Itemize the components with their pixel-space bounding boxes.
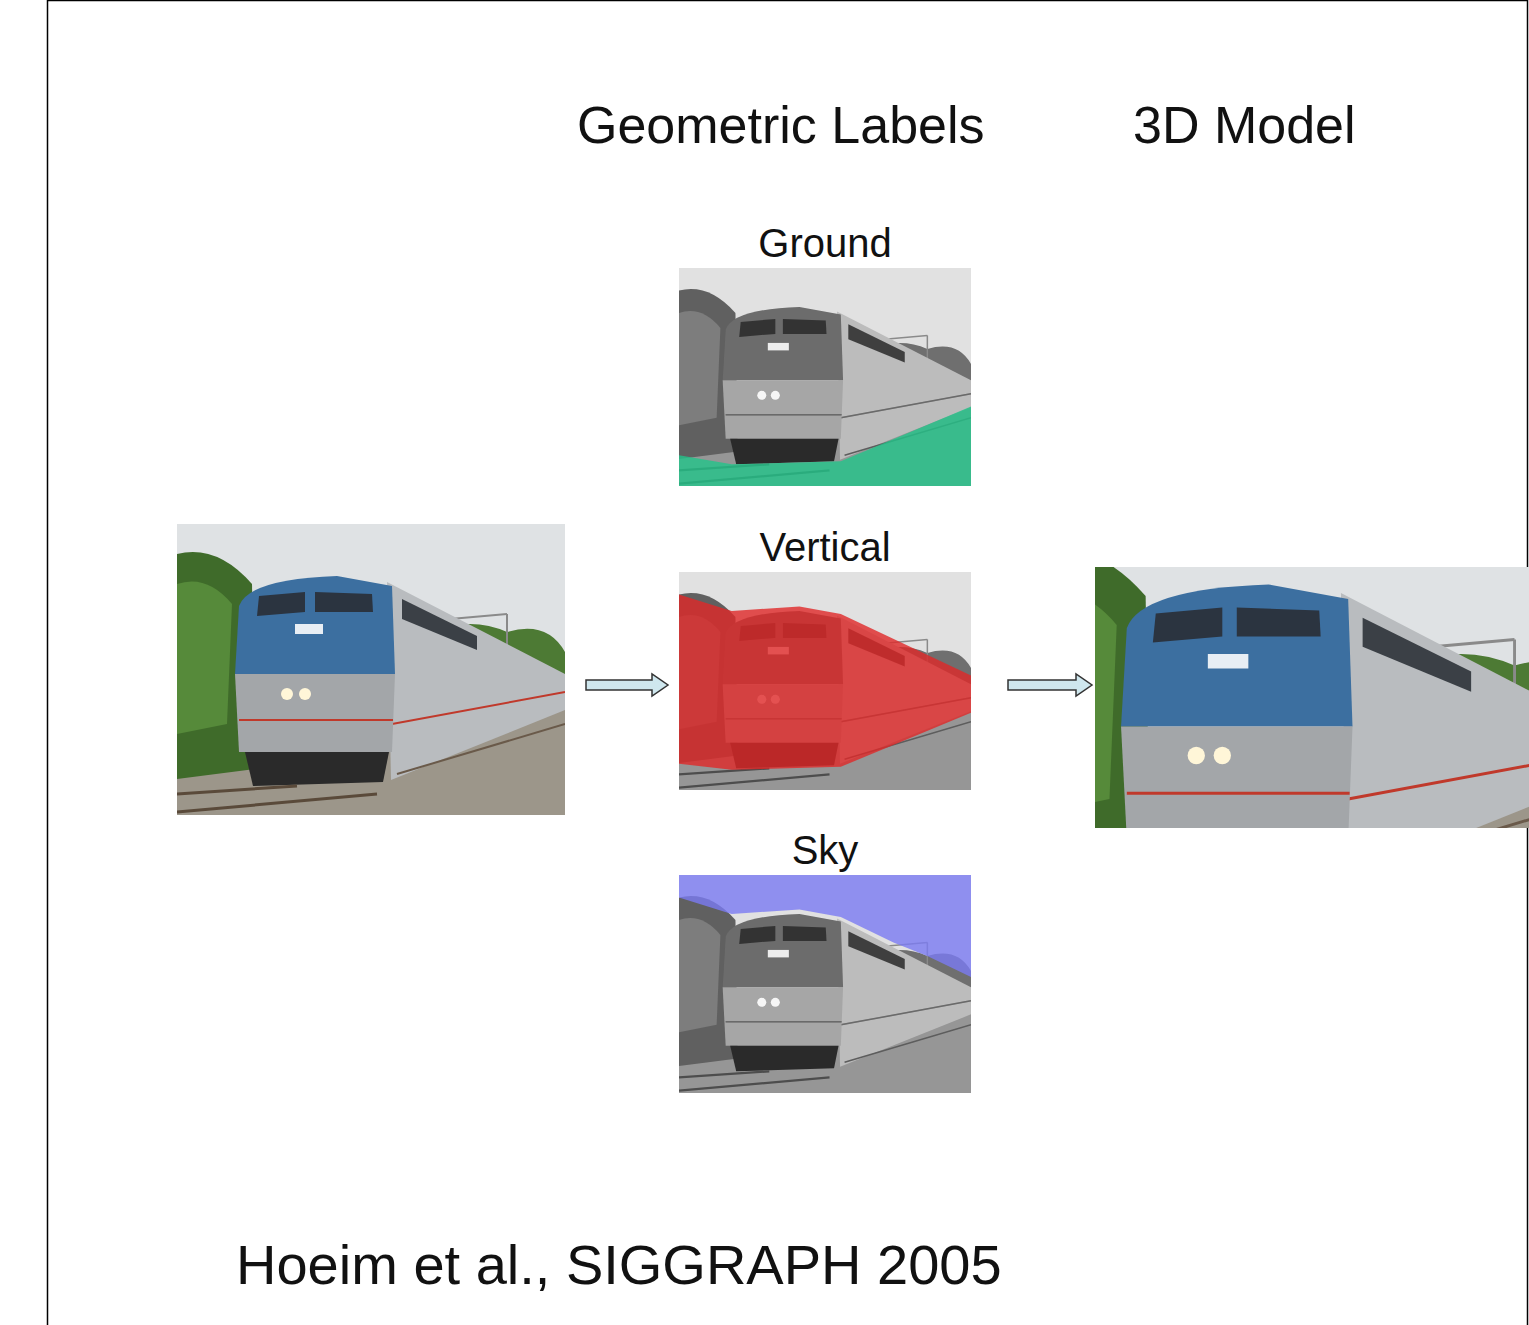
citation-caption: Hoeim et al., SIGGRAPH 2005	[236, 1232, 1002, 1298]
label-map-image	[679, 875, 971, 1093]
panel-heading: Sky	[679, 825, 971, 875]
label-map-image	[679, 268, 971, 486]
column-heading: Geometric Labels	[577, 95, 985, 155]
flow-arrow	[586, 674, 668, 696]
column-heading: 3D Model	[1133, 95, 1356, 155]
label-panel: Sky	[679, 825, 971, 1093]
label-panel: Vertical	[679, 522, 971, 790]
label-panel: Ground	[679, 218, 971, 486]
label-map-image	[679, 572, 971, 790]
model-render	[1037, 509, 1529, 931]
panel-heading: Vertical	[679, 522, 971, 572]
flow-arrow	[1008, 674, 1092, 696]
input-photo	[177, 524, 565, 815]
panel-heading: Ground	[679, 218, 971, 268]
